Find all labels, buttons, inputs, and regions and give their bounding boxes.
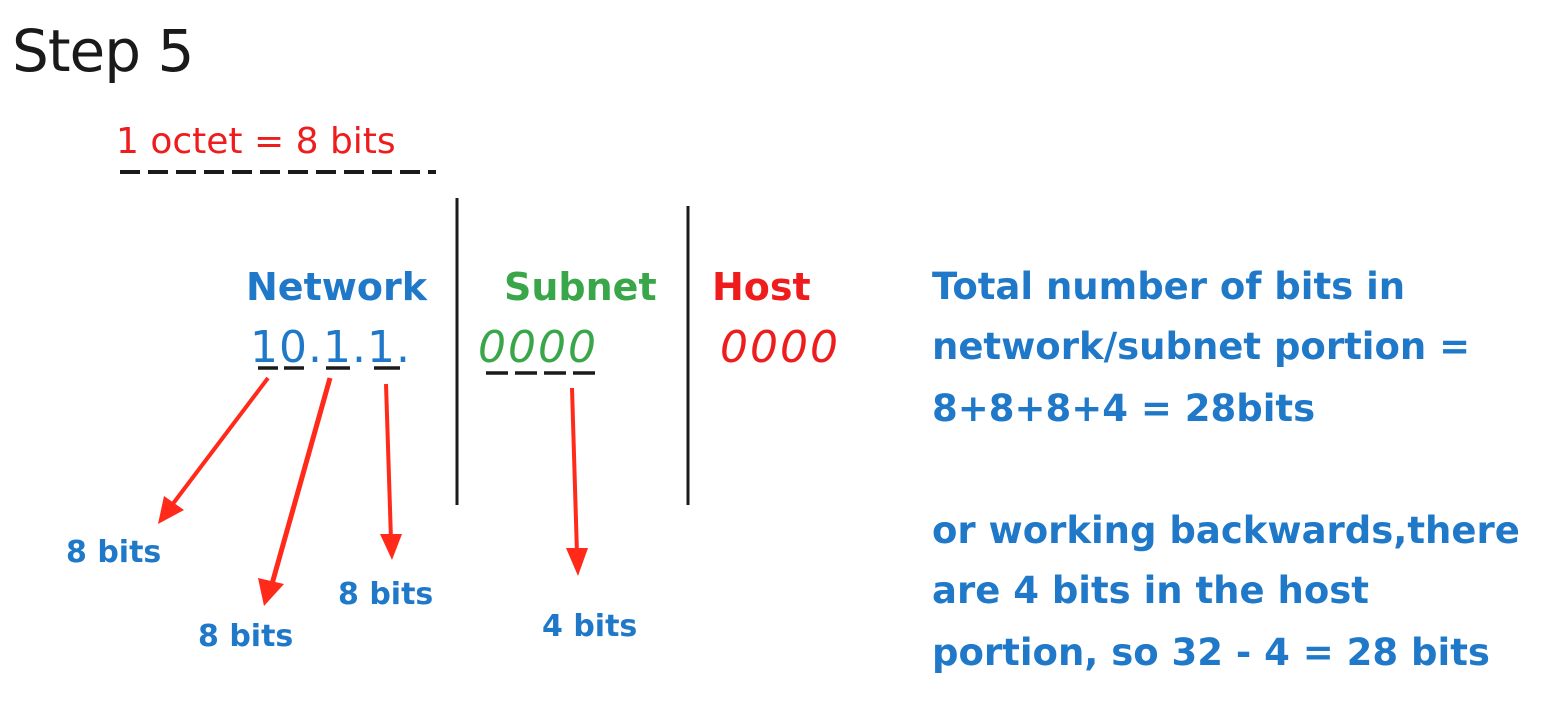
step-title: Step 5	[12, 17, 194, 85]
network-value: 10.1.1.	[250, 322, 411, 373]
arrow-octet-3	[380, 383, 402, 560]
explanation-line-3: 8+8+8+4 = 28bits	[932, 387, 1316, 430]
bits-label-subnet: 4 bits	[542, 609, 638, 644]
explanation-line-6: portion, so 32 - 4 = 28 bits	[932, 631, 1490, 674]
arrow-octet-2	[258, 377, 333, 606]
subnet-value: 0000	[478, 322, 598, 373]
arrow-octet-1	[158, 376, 270, 524]
host-value: 0000	[720, 322, 840, 373]
host-label: Host	[712, 265, 811, 309]
explanation-line-2: network/subnet portion =	[932, 325, 1471, 368]
subnet-label: Subnet	[504, 265, 657, 309]
network-label: Network	[246, 265, 427, 309]
bits-label-octet-3: 8 bits	[338, 577, 434, 612]
explanation-line-4: or working backwards,there	[932, 509, 1520, 552]
explanation-line-1: Total number of bits in	[932, 265, 1406, 308]
octet-note: 1 octet = 8 bits	[116, 121, 396, 162]
arrow-subnet	[566, 387, 588, 576]
bits-label-octet-1: 8 bits	[66, 535, 162, 570]
explanation-line-5: are 4 bits in the host	[932, 569, 1369, 612]
bits-label-octet-2: 8 bits	[198, 619, 294, 654]
